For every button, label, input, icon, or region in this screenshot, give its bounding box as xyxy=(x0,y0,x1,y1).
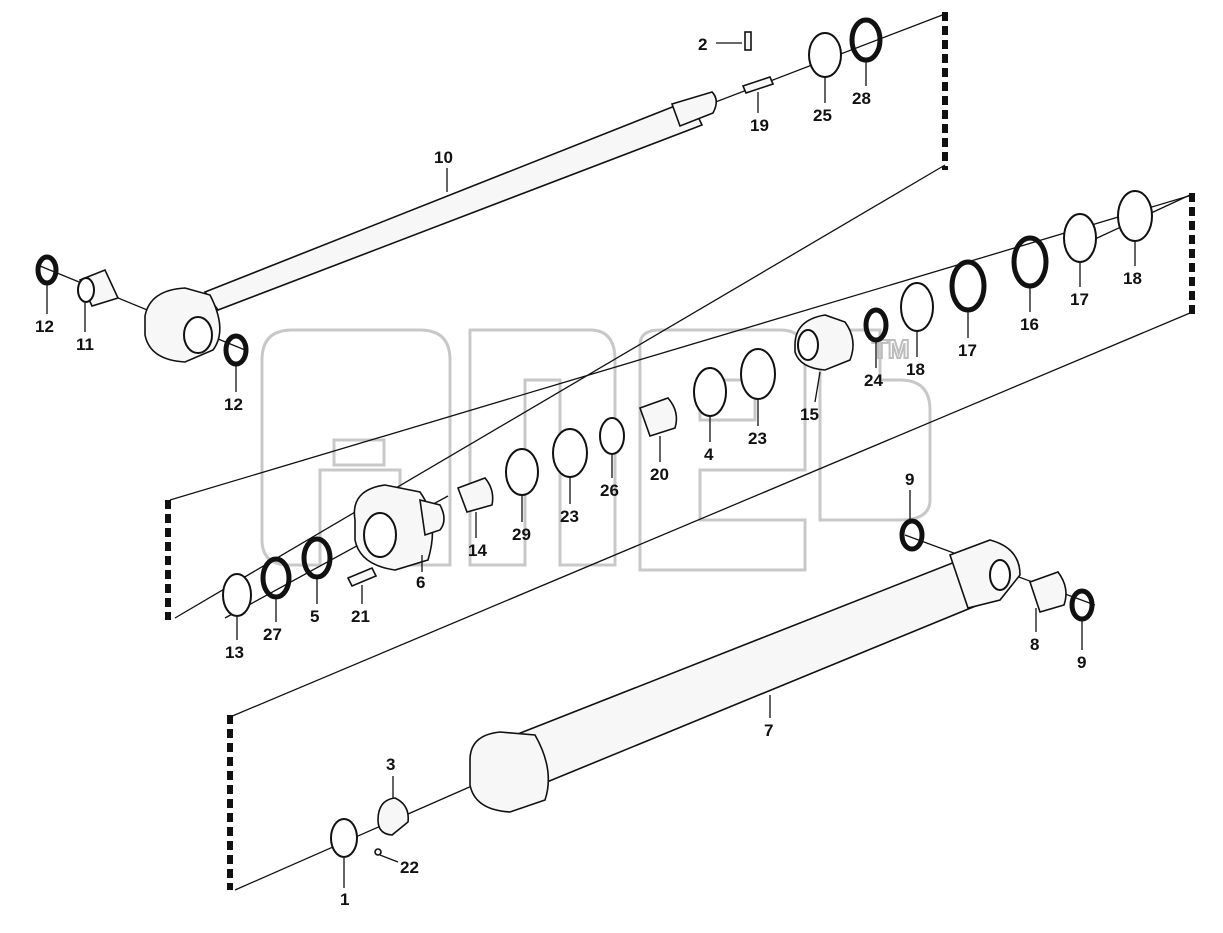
snap-ring-9-right xyxy=(1069,588,1095,622)
callout-23-lower: 23 xyxy=(560,507,579,526)
callout-4: 4 xyxy=(704,445,714,464)
callout-17-upper: 17 xyxy=(1070,290,1089,309)
seal-5 xyxy=(301,536,333,580)
callout-27: 27 xyxy=(263,625,282,644)
washer-1 xyxy=(330,818,358,858)
callout-3: 3 xyxy=(386,755,395,774)
washer-25 xyxy=(808,32,842,78)
callout-11: 11 xyxy=(76,335,94,354)
nut-3 xyxy=(377,797,410,836)
callout-29: 29 xyxy=(512,525,531,544)
callout-18-lower: 18 xyxy=(906,360,925,379)
snap-ring-12-right xyxy=(223,333,249,367)
callout-24: 24 xyxy=(864,371,883,390)
bushing-8 xyxy=(1028,571,1067,613)
screw-21 xyxy=(346,566,378,588)
seal-23-lower xyxy=(552,428,588,478)
seal-18-upper xyxy=(1117,190,1153,242)
callout-2: 2 xyxy=(698,35,707,54)
callout-26: 26 xyxy=(600,481,619,500)
callout-7: 7 xyxy=(764,721,773,740)
snap-ring-9-top xyxy=(899,518,925,552)
seal-4 xyxy=(693,367,727,417)
callout-23-upper: 23 xyxy=(748,429,767,448)
cylinder-head xyxy=(353,484,445,571)
seal-13 xyxy=(222,573,252,617)
callout-9-top: 9 xyxy=(905,470,914,489)
callout-16: 16 xyxy=(1020,315,1039,334)
seal-27 xyxy=(260,556,292,600)
callout-leaders xyxy=(46,42,1136,888)
callout-9-right: 9 xyxy=(1077,653,1086,672)
screw-22 xyxy=(374,848,382,856)
bushing-20 xyxy=(638,397,678,437)
pin-2 xyxy=(744,31,752,51)
callout-12-left: 12 xyxy=(35,317,54,336)
callout-13: 13 xyxy=(225,643,244,662)
rod-bushing xyxy=(77,268,120,307)
seal-26 xyxy=(599,417,625,455)
callout-14: 14 xyxy=(468,541,487,560)
wear-ring-17-upper xyxy=(1063,213,1097,263)
callout-6: 6 xyxy=(416,573,425,592)
seal-23-upper xyxy=(740,348,776,400)
callout-1: 1 xyxy=(340,890,349,909)
callout-10: 10 xyxy=(434,148,453,167)
callout-22: 22 xyxy=(400,858,419,877)
callout-25: 25 xyxy=(813,106,832,125)
seal-29 xyxy=(505,448,539,496)
callout-21: 21 xyxy=(351,607,370,626)
snap-ring-12-left xyxy=(35,254,59,286)
callout-15: 15 xyxy=(800,405,819,424)
wear-ring-17-lower xyxy=(949,259,987,313)
callout-17-lower: 17 xyxy=(958,341,977,360)
cylinder-tube xyxy=(469,539,1021,813)
bushing-14 xyxy=(456,477,494,513)
callout-12-right: 12 xyxy=(224,395,243,414)
seal-18-lower xyxy=(900,282,934,332)
callout-20: 20 xyxy=(650,465,669,484)
piston xyxy=(794,314,854,371)
part-callouts: 1 2 3 4 5 6 7 8 9 9 10 11 12 12 13 14 15… xyxy=(35,35,1142,909)
callout-18-upper: 18 xyxy=(1123,269,1142,288)
piston-rod xyxy=(144,91,718,363)
break-markers xyxy=(165,12,1195,890)
pin-19 xyxy=(741,76,775,94)
callout-8: 8 xyxy=(1030,635,1039,654)
callout-28: 28 xyxy=(852,89,871,108)
ring-16 xyxy=(1011,235,1049,289)
callout-5: 5 xyxy=(310,607,319,626)
callout-19: 19 xyxy=(750,116,769,135)
